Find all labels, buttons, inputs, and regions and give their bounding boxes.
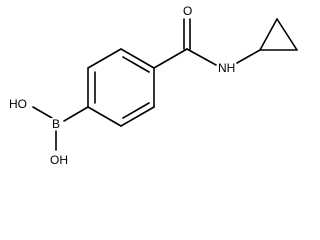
ring-double-bond-bottom-right: [122, 102, 150, 119]
ring-bond-top-left: [87, 48, 122, 69]
boron-to-top-hydroxyl-bond: [32, 106, 53, 119]
boron-atom-label: B: [51, 117, 62, 131]
ring-double-bond-top-right: [122, 56, 150, 73]
bottom-hydroxyl-label: OH: [49, 153, 69, 167]
cyclopropyl-bond-left: [259, 18, 278, 51]
carbonyl-to-nitrogen-bond: [186, 48, 217, 66]
ring-bond-bottom-left: [87, 106, 122, 127]
ring-to-carbonyl-bond: [153, 48, 188, 69]
nitrogen-to-cyclopropyl-bond: [236, 49, 261, 64]
oxygen-atom-label: O: [182, 4, 194, 18]
nh-atom-label: NH: [217, 61, 237, 75]
molecule-structure-canvas: O NH B HO OH: [8, 4, 298, 167]
bond-drawing: [32, 18, 298, 151]
ring-bond-top-right: [120, 48, 155, 69]
top-hydroxyl-label: HO: [8, 97, 28, 111]
cyclopropyl-bond-right: [276, 18, 298, 51]
ring-bond-bottom-right: [120, 106, 155, 127]
ring-to-boron-bond: [63, 106, 89, 122]
